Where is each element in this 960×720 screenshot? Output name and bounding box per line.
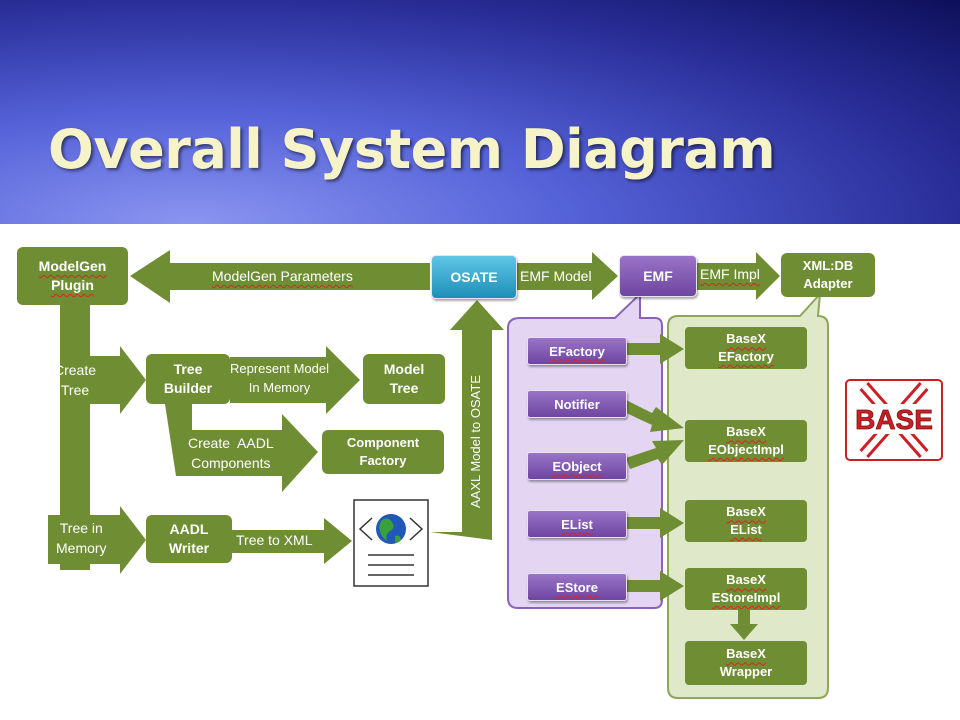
- label-represent-model-line2: In Memory: [248, 379, 311, 395]
- basex-eobjectimpl-line1: BaseX: [726, 424, 766, 440]
- basex-eobjectimpl-box: BaseX EObjectImpl: [685, 420, 807, 462]
- basex-elist-line2: EList: [730, 522, 762, 537]
- title-banner: [0, 0, 960, 224]
- xmldb-adapter-line2: Adapter: [803, 276, 853, 291]
- label-represent-model-line1: Represent Model: [230, 361, 329, 376]
- estore-box: EStore: [527, 573, 627, 601]
- basex-wrapper-box: BaseX Wrapper: [685, 641, 807, 685]
- aadl-writer-line2: Writer: [168, 540, 210, 556]
- label-tree-to-xml: Tree to XML: [236, 532, 313, 548]
- arrow-elist: [625, 508, 684, 538]
- arrow-create-tree: [90, 346, 146, 414]
- component-factory-line1: Component: [346, 435, 420, 451]
- label-aaxl-osate: AAXL Model to OSATE: [468, 375, 483, 508]
- basex-elist-line1: BaseX: [726, 504, 766, 520]
- arrow-represent-model: [230, 346, 360, 414]
- estore-label: EStore: [556, 579, 598, 595]
- arrow-storeimpl-wrapper: [730, 608, 758, 640]
- label-represent-model: Represent Model In Memory: [230, 360, 329, 398]
- basex-efactory-line1: BaseX: [726, 331, 766, 347]
- basex-eobjectimpl-line2: EObjectImpl: [708, 442, 784, 457]
- label-create-aadl-line1: Create AADL: [188, 435, 274, 451]
- page-title: Overall System Diagram: [48, 118, 776, 181]
- arrow-tree-to-xml: [232, 518, 352, 564]
- model-tree-line1: Model: [383, 361, 425, 378]
- efactory-label: EFactory: [549, 343, 605, 359]
- arrow-emf-model: [516, 252, 618, 300]
- tree-builder-line1: Tree: [173, 361, 203, 378]
- label-db-query: DB Query: [850, 310, 865, 368]
- aadl-writer-line1: AADL: [169, 521, 209, 538]
- eobject-label: EObject: [552, 458, 602, 474]
- arrow-tree-in-memory: [48, 506, 146, 574]
- modelgen-plugin-line1: ModelGen: [38, 258, 107, 275]
- arrow-efactory: [625, 334, 684, 364]
- label-modelgen-parameters: ModelGen Parameters: [212, 268, 353, 284]
- label-emf-impl-text: EMF Impl: [700, 266, 760, 282]
- emf-label: EMF: [643, 268, 673, 284]
- basex-logo-text: BASE: [855, 404, 933, 435]
- label-create-aadl: Create AADL Components: [188, 433, 274, 474]
- arrow-create-aadl: [165, 404, 318, 492]
- label-tree-in-memory: Tree in Memory: [56, 518, 107, 559]
- aadl-writer-box: AADL Writer: [146, 515, 232, 563]
- label-tree-in-memory-line1: Tree in: [59, 520, 103, 536]
- label-create-tree-line1: Create: [54, 362, 97, 378]
- label-modelgen-parameters-text: ModelGen Parameters: [212, 268, 353, 284]
- basex-estoreimpl-line2: EStoreImpl: [711, 590, 781, 605]
- arrow-eobject: [626, 440, 684, 469]
- label-tree-in-memory-line2: Memory: [56, 540, 107, 557]
- component-factory-line2: Factory: [359, 453, 407, 468]
- eobject-box: EObject: [527, 452, 627, 480]
- xmldb-adapter-line1: XML:DB: [802, 258, 854, 274]
- label-emf-impl: EMF Impl: [700, 266, 760, 282]
- elist-label: EList: [561, 516, 593, 532]
- model-tree-line2: Tree: [389, 380, 419, 396]
- label-emf-model: EMF Model: [520, 268, 592, 284]
- label-create-tree-line2: Tree: [60, 382, 90, 399]
- arrow-modelgen-parameters: [130, 250, 430, 303]
- basex-efactory-line2: EFactory: [718, 349, 774, 364]
- basex-estoreimpl-box: BaseX EStoreImpl: [685, 568, 807, 610]
- basex-wrapper-line1: BaseX: [726, 646, 766, 662]
- xml-document-icon: [353, 499, 429, 587]
- osate-label: OSATE: [450, 269, 498, 285]
- basex-logo: BASE: [845, 379, 943, 461]
- label-create-aadl-line2: Components: [191, 455, 271, 472]
- efactory-box: EFactory: [527, 337, 627, 365]
- tree-builder-line2: Builder: [163, 380, 213, 396]
- osate-box: OSATE: [431, 255, 517, 299]
- emf-box: EMF: [619, 255, 697, 297]
- arrow-emf-impl: [696, 252, 780, 300]
- modelgen-plugin-line2: Plugin: [51, 277, 94, 293]
- notifier-box: Notifier: [527, 390, 627, 418]
- notifier-label: Notifier: [554, 396, 600, 412]
- basex-wrapper-line2: Wrapper: [719, 664, 773, 679]
- arrow-estore: [625, 571, 684, 601]
- arrow-aaxl-osate: [430, 300, 504, 540]
- elist-box: EList: [527, 510, 627, 538]
- xmldb-adapter-box: XML:DB Adapter: [781, 253, 875, 297]
- basex-estoreimpl-line1: BaseX: [726, 572, 766, 588]
- basex-efactory-box: BaseX EFactory: [685, 327, 807, 369]
- arrow-notifier: [622, 400, 684, 432]
- basex-elist-box: BaseX EList: [685, 500, 807, 542]
